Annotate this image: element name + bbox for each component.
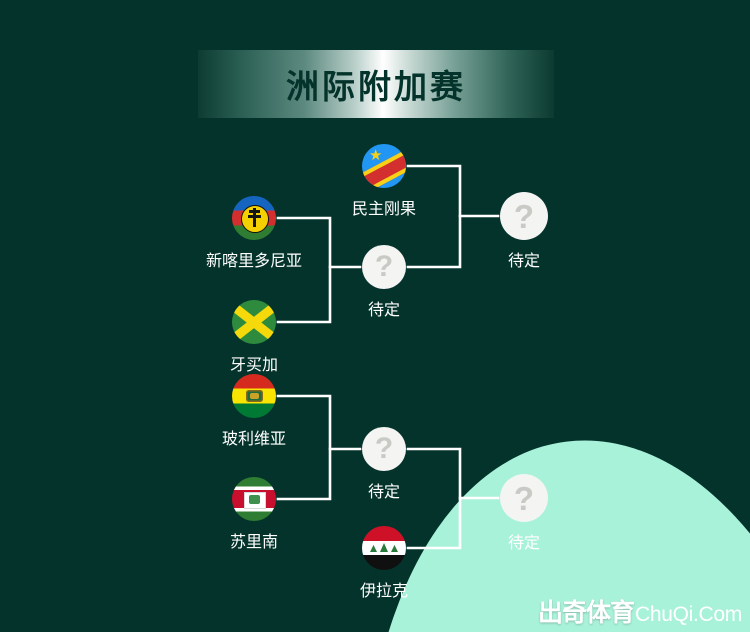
bracket-node-iraq: 伊拉克 [324,526,444,601]
bracket-node-jamaica: 牙买加 [194,300,314,375]
tbd-icon: ? [362,245,406,289]
bracket-node-lower-r2-tbd: ? 待定 [324,427,444,502]
team-label: 民主刚果 [351,199,416,218]
jamaica-flag [232,300,276,344]
question-mark-icon: ? [513,197,535,235]
bracket-node-dr-congo: 民主刚果 [324,144,444,219]
watermark-en: ChuQi.Com [635,603,742,626]
team-label: 待定 [367,482,400,501]
team-label: 待定 [507,251,540,270]
new-caledonia-flag [232,196,276,240]
tbd-icon: ? [500,192,548,240]
page-title: 洲际附加赛 [286,67,466,106]
bracket-node-upper-winner-tbd: ? 待定 [464,192,584,271]
watermark: 出奇体育 ChuQi.Com [538,593,742,629]
tbd-icon: ? [500,474,548,522]
team-label: 待定 [507,533,540,552]
watermark-cn: 出奇体育 [537,598,635,627]
team-label: 伊拉克 [359,581,408,600]
team-label: 苏里南 [229,532,278,551]
title-banner: 洲际附加赛 [198,50,554,118]
bracket-node-bolivia: 玻利维亚 [194,374,314,449]
question-mark-icon: ? [513,479,535,517]
bracket-node-new-caledonia: 新喀里多尼亚 [194,196,314,271]
tbd-icon: ? [362,427,406,471]
question-mark-icon: ? [374,250,394,283]
dr-congo-flag [362,144,406,188]
iraq-flag [362,526,406,570]
bracket-node-suriname: 苏里南 [194,477,314,552]
suriname-flag [232,477,276,521]
bracket-node-upper-r2-tbd: ? 待定 [324,245,444,320]
bracket-node-lower-winner-tbd: ? 待定 [464,474,584,553]
team-label: 待定 [367,300,400,319]
bolivia-flag [232,374,276,418]
team-label: 新喀里多尼亚 [205,251,302,270]
team-label: 玻利维亚 [221,429,286,448]
question-mark-icon: ? [374,432,394,465]
team-label: 牙买加 [229,355,278,374]
